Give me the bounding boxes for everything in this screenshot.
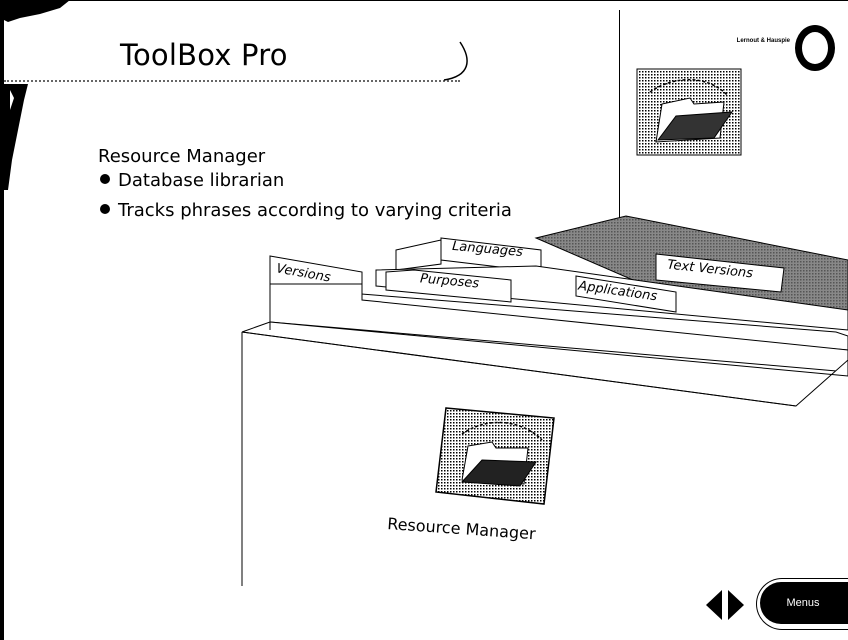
menus-label: Menus (786, 597, 820, 609)
nav-arrows (706, 590, 744, 620)
bullet-text: Database librarian (118, 170, 285, 191)
section-heading: Resource Manager (98, 146, 266, 167)
logo-text: Lernout & Hauspie (736, 38, 790, 44)
bullet-item: Tracks phrases according to varying crit… (100, 200, 512, 221)
triangle-right-icon[interactable] (728, 590, 744, 620)
tab-applications-shape (575, 275, 677, 313)
page-title: ToolBox Pro (120, 38, 288, 72)
bullet-dot-icon (100, 174, 110, 184)
bullet-text: Tracks phrases according to varying crit… (118, 200, 512, 221)
resource-manager-icon[interactable] (432, 404, 560, 508)
file-cabinet-illustration (241, 215, 848, 586)
bullet-dot-icon (100, 204, 110, 214)
vertical-divider (619, 10, 620, 220)
tab-purposes-shape (385, 269, 512, 303)
menus-button-outline (756, 578, 848, 630)
bullet-item: Database librarian (100, 170, 284, 191)
tab-text-versions-shape (655, 253, 785, 293)
corner-decoration (4, 0, 70, 190)
triangle-left-icon[interactable] (706, 590, 722, 620)
logo-icon (795, 25, 835, 71)
title-swoosh (443, 41, 468, 81)
title-underline (4, 80, 460, 82)
left-border (0, 0, 4, 640)
resource-manager-thumbnail-icon (636, 68, 742, 156)
top-border (0, 0, 848, 1)
menus-button[interactable]: Menus (760, 582, 848, 624)
